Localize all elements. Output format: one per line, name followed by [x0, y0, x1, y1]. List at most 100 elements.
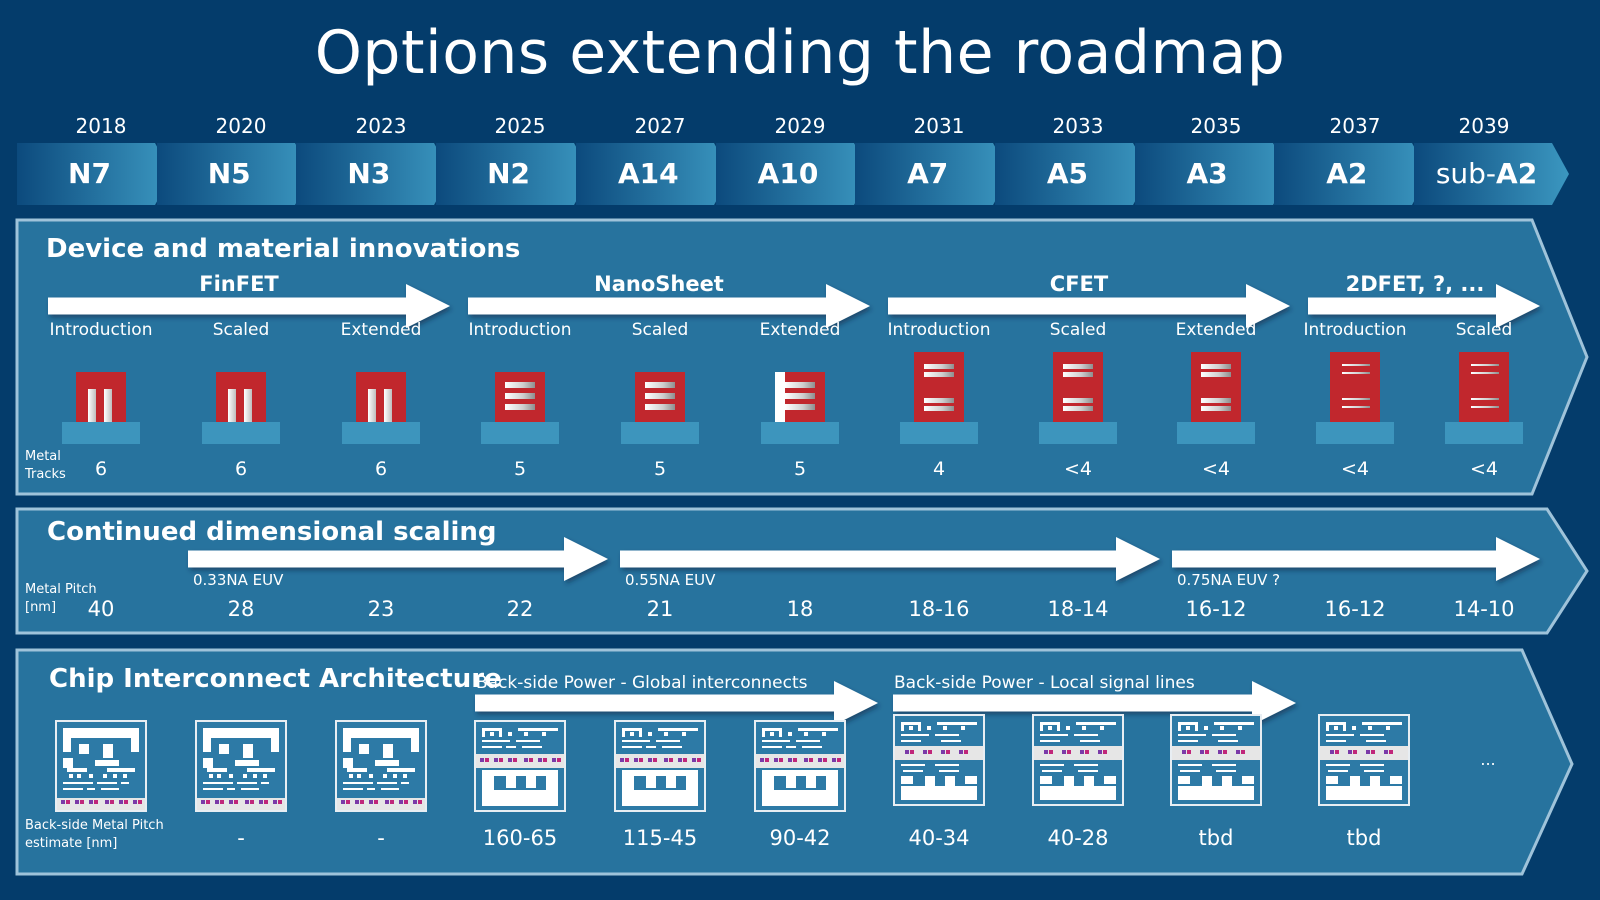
cfet-device-icon [1177, 352, 1255, 444]
substrate [900, 422, 978, 444]
fin [384, 389, 392, 422]
stage-label: Scaled [1049, 320, 1107, 340]
nanosheet [924, 406, 954, 411]
bs-pitch-value: 90-42 [769, 826, 831, 850]
node-label: N7 [17, 143, 162, 205]
metal-pitch-value: 18 [786, 597, 814, 621]
substrate [202, 422, 280, 444]
year-label: 2031 [913, 114, 965, 138]
node-label: N3 [296, 143, 441, 205]
backside-power-arrow [475, 681, 878, 725]
metal-tracks-value: <4 [1340, 458, 1369, 480]
stage-label: Introduction [49, 320, 153, 340]
node-name: A5 [1046, 157, 1088, 190]
metal-pitch-value: 28 [227, 597, 255, 621]
bspdn-global-interconnect-icon [754, 720, 846, 812]
node-chevron: N5 [156, 143, 312, 205]
interconnect-cross-section [476, 728, 564, 806]
arrow-shape [188, 537, 608, 581]
bs-pitch-value: 40-28 [1047, 826, 1109, 850]
nanosheet [785, 404, 815, 410]
panel-background [15, 507, 1589, 635]
metal-tracks-value: 5 [513, 458, 527, 480]
bspdn-global-interconnect-icon [474, 720, 566, 812]
metal-pitch-value: 23 [367, 597, 395, 621]
node-label: A10 [716, 143, 861, 205]
stage-label: Extended [1175, 320, 1257, 340]
bs-pitch-value: tbd [1198, 826, 1234, 850]
nanosheet [645, 393, 675, 399]
chevron-shape [17, 143, 172, 205]
gate [76, 372, 126, 422]
node-chevron: N3 [296, 143, 452, 205]
chevron-shape [1274, 143, 1430, 205]
technology-arrow [468, 284, 870, 328]
metal-pitch-value: 16-12 [1185, 597, 1247, 621]
bspdn-local-interconnect-icon [1170, 714, 1262, 806]
2d-channel [1471, 372, 1499, 374]
2dfet-device-icon [1445, 352, 1523, 444]
nanosheet [1063, 406, 1093, 411]
year-label: 2039 [1458, 114, 1510, 138]
metal-tracks-value: <4 [1063, 458, 1092, 480]
backside-power-phase-label: Back-side Power - Local signal lines [894, 673, 1195, 693]
metal-tracks-value: <4 [1469, 458, 1498, 480]
backside-power-phase-label: Back-side Power - Global interconnects [476, 673, 808, 693]
year-label: 2033 [1052, 114, 1104, 138]
bspdn-global-interconnect-icon [614, 720, 706, 812]
nanosheet [1201, 398, 1231, 403]
2d-channel [1471, 364, 1499, 366]
substrate [1316, 422, 1394, 444]
chevron-shape [855, 143, 1011, 205]
gate [1459, 352, 1509, 422]
nanosheet-device-icon [481, 372, 559, 444]
chevron-shape [994, 143, 1150, 205]
stage-label: Extended [759, 320, 841, 340]
euv-arrow [1172, 537, 1540, 581]
metal-tracks-value: 6 [94, 458, 108, 480]
frontside-interconnect-icon [195, 720, 287, 812]
interconnect-cross-section [1034, 722, 1122, 800]
interconnect-cross-section [197, 728, 285, 810]
year-label: 2023 [355, 114, 407, 138]
nanosheet-device-icon [621, 372, 699, 444]
year-label: 2037 [1329, 114, 1381, 138]
fin [244, 389, 252, 422]
node-label: sub-A2 [1414, 143, 1559, 205]
bs-pitch-value: tbd [1346, 826, 1382, 850]
node-chevron: A7 [855, 143, 1011, 205]
year-label: 2027 [634, 114, 686, 138]
metal-pitch-label: [nm] [25, 600, 57, 615]
dimensional-scaling-panel: Continued dimensional scaling [15, 507, 1590, 635]
node-name: A14 [617, 157, 679, 190]
metal-tracks-label: Tracks [25, 467, 66, 482]
metal-pitch-value: 22 [506, 597, 534, 621]
nanosheet [1063, 372, 1093, 377]
technology-name: 2DFET, ?, ... [1345, 272, 1485, 296]
gate [495, 372, 545, 422]
chevron-shape [436, 143, 592, 205]
metal-tracks-value: 6 [374, 458, 388, 480]
arrow-shape [888, 284, 1290, 328]
arrow-shape [468, 284, 870, 328]
euv-generation-label: 0.75NA EUV ? [1177, 571, 1281, 589]
frontside-interconnect-icon [55, 720, 147, 812]
node-chevron: A5 [994, 143, 1150, 205]
bs-pitch-value: 115-45 [622, 826, 698, 850]
node-chevron: N2 [436, 143, 592, 205]
stage-label: Scaled [212, 320, 270, 340]
finfet-device-icon [202, 372, 280, 444]
euv-arrow [620, 537, 1160, 581]
substrate [62, 422, 140, 444]
node-name: N3 [347, 157, 391, 190]
2d-channel [1342, 406, 1370, 408]
interconnect-cross-section [616, 728, 704, 806]
frontside-interconnect-icon [335, 720, 427, 812]
finfet-device-icon [62, 372, 140, 444]
node-chevron: A3 [1134, 143, 1290, 205]
arrow-shape [48, 284, 450, 328]
euv-arrow [188, 537, 608, 581]
substrate [1177, 422, 1255, 444]
arrow-shape [1172, 537, 1540, 581]
nanosheet [505, 393, 535, 399]
